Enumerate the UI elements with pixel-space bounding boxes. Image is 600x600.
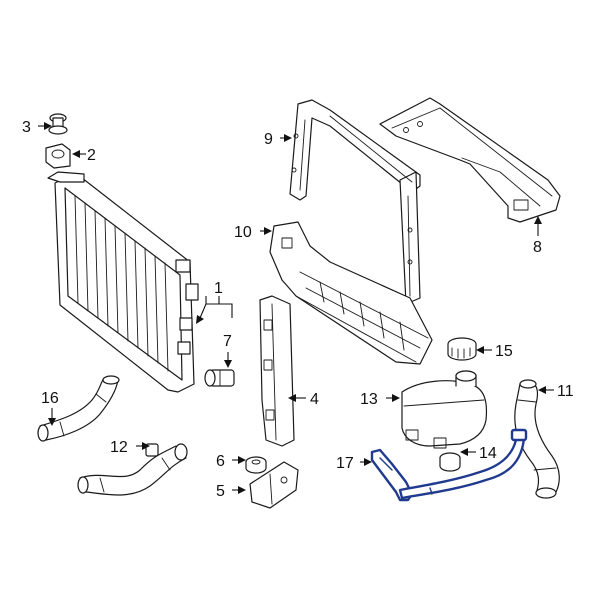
upper-radiator-hose-11	[514, 379, 560, 499]
callout-12: 12	[110, 439, 128, 456]
callout-17: 17	[336, 455, 354, 472]
coolant-hose-17-highlighted	[370, 428, 528, 502]
callout-8: 8	[533, 239, 542, 256]
callout-16: 16	[41, 390, 59, 407]
upper-tie-bar	[379, 97, 561, 223]
callout-5: 5	[216, 483, 225, 500]
hose-clamp	[439, 452, 461, 472]
callout-2: 2	[87, 147, 96, 164]
callout-7: 7	[223, 333, 232, 350]
radiator	[47, 171, 199, 393]
coolant-hose-12	[77, 443, 188, 496]
callout-9: 9	[264, 131, 273, 148]
air-guide-duct	[269, 221, 433, 365]
callout-11: 11	[557, 383, 574, 400]
bolt	[48, 113, 68, 135]
callout-4: 4	[310, 391, 319, 408]
coolant-expansion-tank	[401, 370, 488, 449]
grommet	[245, 456, 267, 474]
radiator-support-frame	[289, 99, 421, 305]
callout-3: 3	[22, 119, 31, 136]
callout-14: 14	[479, 445, 497, 462]
side-air-baffle	[259, 295, 295, 447]
callout-10: 10	[234, 224, 252, 241]
callout-1: 1	[214, 280, 223, 297]
callout-15: 15	[495, 343, 513, 360]
callout-13: 13	[360, 391, 378, 408]
mounting-bracket	[249, 461, 299, 509]
drain-plug	[204, 369, 235, 387]
callout-leaders	[38, 122, 554, 494]
reservoir-cap	[447, 337, 477, 361]
callout-6: 6	[216, 453, 225, 470]
callout-labels: 3 2 9 8 10 1 7 4 15 13 11 16 12 6 5 14 1…	[22, 119, 574, 500]
lower-radiator-hose-16	[37, 375, 120, 442]
rubber-mount	[45, 143, 71, 169]
